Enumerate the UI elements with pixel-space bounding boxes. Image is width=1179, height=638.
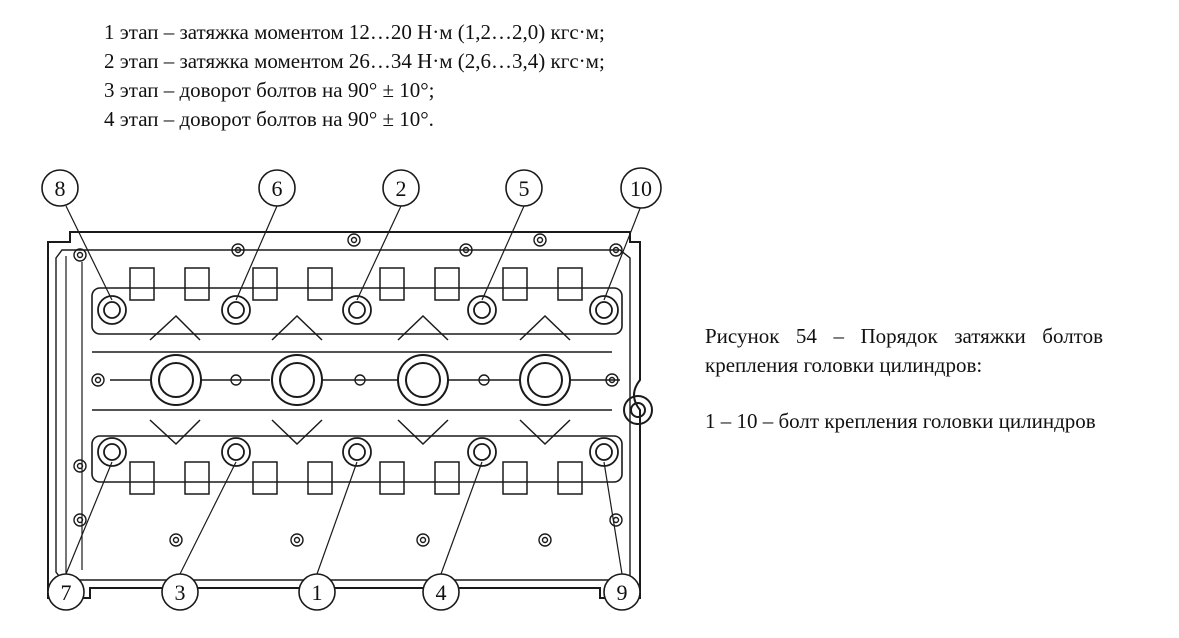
- step-1: 1 этап – затяжка моментом 12…20 Н·м (1,2…: [104, 20, 605, 44]
- head-bolt-7: [97, 437, 127, 467]
- step-4: 4 этап – доворот болтов на 90° ± 10°.: [104, 107, 434, 131]
- head-bolt-8: [97, 295, 127, 325]
- callout-label-9: 9: [617, 580, 628, 605]
- left-guide: [65, 256, 83, 575]
- head-bolt-5: [467, 295, 497, 325]
- lower-bolt-rail: [91, 435, 623, 483]
- head-bolt-9: [589, 437, 619, 467]
- side-boss: [623, 395, 653, 425]
- callout-circle-6: [258, 169, 296, 207]
- callout-label-10: 10: [630, 176, 652, 201]
- head-bolt-6: [221, 295, 251, 325]
- callout-label-5: 5: [519, 176, 530, 201]
- tightening-steps: 1 этап – затяжка моментом 12…20 Н·м (1,2…: [104, 18, 605, 134]
- callout-circle-4: [422, 573, 460, 611]
- head-bolt-10: [589, 295, 619, 325]
- callout-circle-10: [620, 167, 662, 209]
- callout-circle-7: [47, 573, 85, 611]
- leader-lines: [65, 205, 642, 575]
- head-outline: [47, 231, 641, 599]
- star-ribs: [110, 314, 620, 446]
- central-spine: [92, 351, 612, 411]
- head-bolts: [97, 295, 619, 467]
- caption-note: 1 – 10 – болт крепления головки цилиндро…: [705, 409, 1096, 433]
- callout-circle-5: [505, 169, 543, 207]
- callout-label-2: 2: [396, 176, 407, 201]
- callout-circle-1: [298, 573, 336, 611]
- callout-label-4: 4: [436, 580, 447, 605]
- callout-circle-3: [161, 573, 199, 611]
- upper-cam-lobes: [129, 267, 583, 301]
- small-fasteners: [73, 233, 623, 547]
- upper-bolt-rail: [91, 287, 623, 335]
- caption-title: Рисунок 54 – Порядок затяжки болтов креп…: [705, 324, 1103, 377]
- step-2: 2 этап – затяжка моментом 26…34 Н·м (2,6…: [104, 49, 605, 73]
- callout-label-6: 6: [272, 176, 283, 201]
- callout-label-7: 7: [61, 580, 72, 605]
- lower-cam-lobes: [129, 461, 583, 495]
- head-bolt-1: [342, 437, 372, 467]
- callout-label-8: 8: [55, 176, 66, 201]
- figure-caption: Рисунок 54 – Порядок затяжки болтов креп…: [705, 322, 1103, 436]
- cylinder-head-drawing: 8 6 2 5 10 7 3 1 4 9: [41, 167, 662, 611]
- callout-circle-2: [382, 169, 420, 207]
- callout-label-1: 1: [312, 580, 323, 605]
- callout-circle-8: [41, 169, 79, 207]
- head-bolt-4: [467, 437, 497, 467]
- step-3: 3 этап – доворот болтов на 90° ± 10°;: [104, 78, 435, 102]
- head-bolt-2: [342, 295, 372, 325]
- callout-circle-9: [603, 573, 641, 611]
- callout-label-3: 3: [175, 580, 186, 605]
- head-bolt-3: [221, 437, 251, 467]
